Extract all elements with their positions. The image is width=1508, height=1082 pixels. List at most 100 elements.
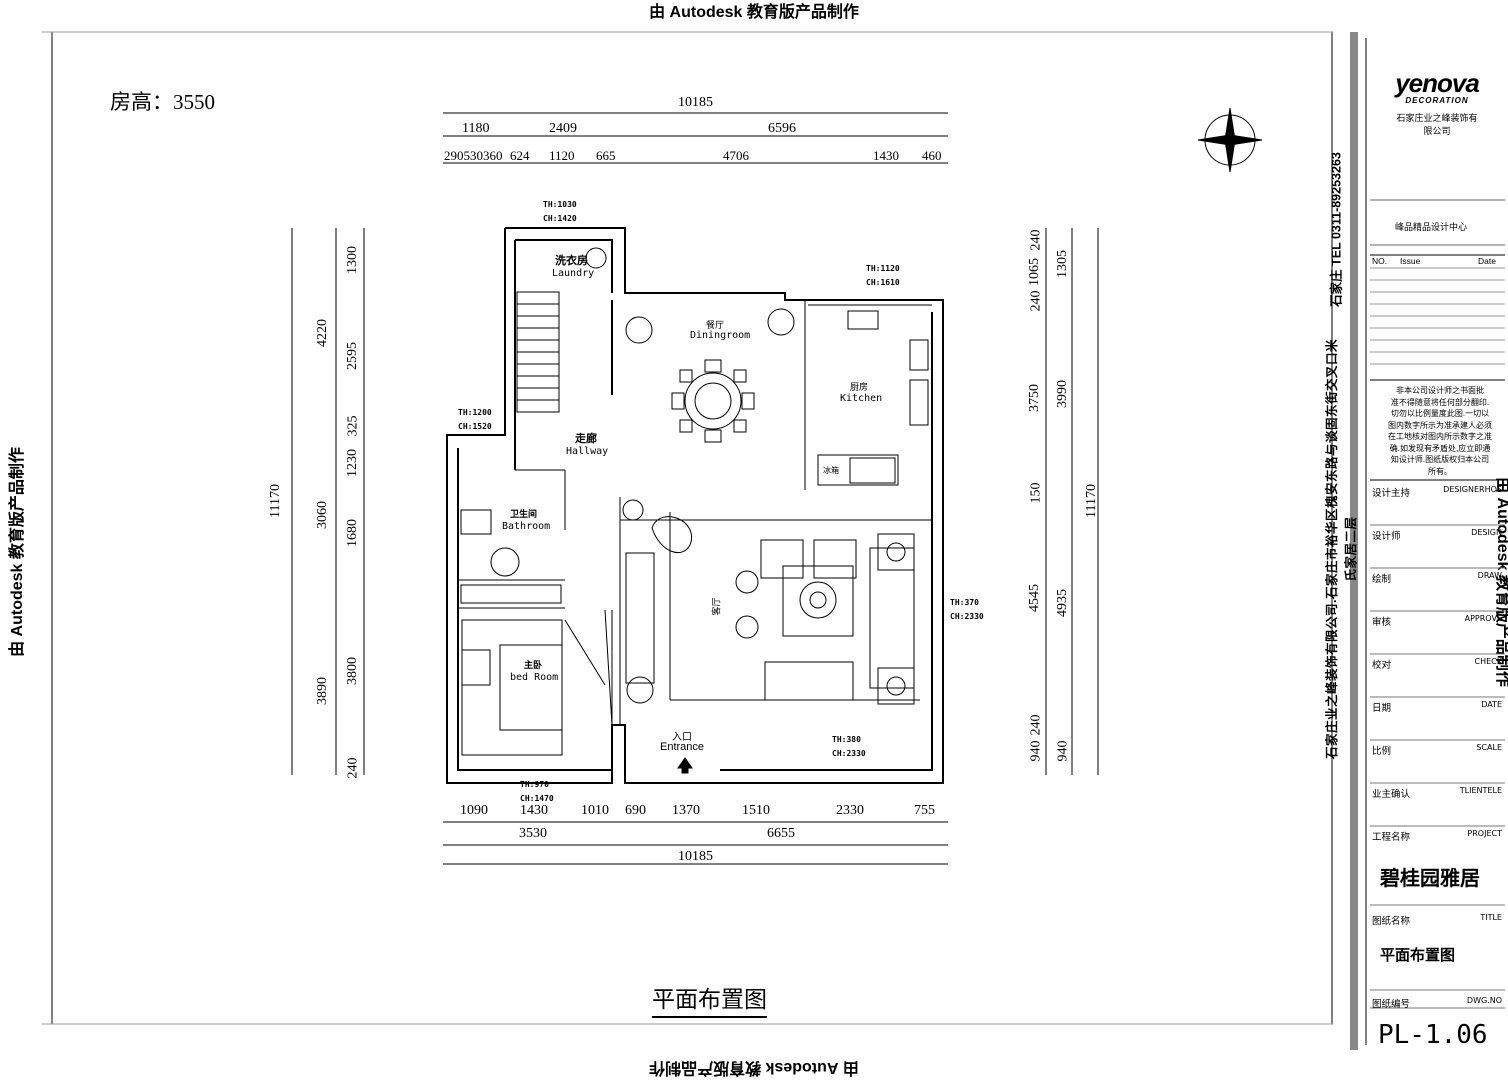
dim-right-fine-6: 240 — [1028, 714, 1044, 736]
window-4-ch: CH:2330 — [950, 612, 984, 621]
company-address-vertical: 石家庄业之峰装饰有限公司.石家庄市裕华区槐安东路与谈固东街交叉口米氏家居二层 — [1325, 339, 1358, 759]
room-height-label: 房高：3550 — [110, 90, 215, 114]
dim-left-fine-3: 1230 — [345, 449, 360, 477]
window-note-1: TH:1030 CH:1420 — [543, 198, 577, 226]
company-name-line1: 石家庄业之峰装饰有 — [1396, 113, 1478, 123]
sheet-border — [51, 31, 1333, 1025]
issue-no-label: NO. — [1372, 256, 1388, 266]
dim-bottom-fine-0: 1090 — [460, 803, 488, 818]
window-note-4: TH:370 CH:2330 — [950, 596, 984, 624]
window-note-2: TH:1120 CH:1610 — [866, 262, 900, 290]
dim-top-fine-5: 1430 — [873, 148, 899, 163]
room-bathroom-en: Bathroom — [502, 521, 551, 532]
dim-top-fine-2: 1120 — [549, 148, 575, 163]
room-hallway-cn: 走廊 — [575, 433, 597, 445]
tb-row-3-en: APPROVE — [1464, 614, 1502, 623]
dim-left-fine-4: 1680 — [345, 519, 360, 547]
window-5-th: TH:380 — [832, 735, 861, 744]
tb-row-6-en: SCALE — [1476, 743, 1502, 752]
room-dining-en: Diningroom — [690, 330, 751, 341]
notice-line-0: 非本公司设计师之书面批 — [1396, 386, 1484, 395]
dim-left-mid-0: 4220 — [315, 319, 330, 347]
notice-line-4: 在工地核对图内所示数字之准 — [1388, 432, 1492, 441]
title-value: 平面布置图 — [1380, 947, 1456, 964]
tb-row-5-cn: 日期 — [1372, 703, 1392, 714]
entrance-en: Entrance — [660, 741, 705, 753]
dim-top-fine-1: 624 — [510, 148, 530, 163]
dim-top-mid-2: 6596 — [768, 121, 796, 136]
tb-row-2-en: DRAW — [1477, 571, 1502, 580]
issue-date-label: Date — [1478, 256, 1496, 266]
window-6-th: TH:970 — [520, 780, 549, 789]
dim-left-fine-1: 2595 — [345, 342, 360, 370]
dim-right-mid-3: 940 — [1055, 740, 1071, 762]
tb-dwg-cn: 图纸编号 — [1372, 999, 1411, 1010]
window-2-ch: CH:1610 — [866, 278, 900, 287]
dim-top-mid-0: 1180 — [462, 121, 490, 136]
dim-left-mid-1: 3060 — [315, 501, 330, 529]
room-bedroom-en: bed Room — [510, 672, 559, 683]
dim-right-fine-7: 940 — [1028, 740, 1044, 762]
dim-right-mid-0: 1305 — [1055, 250, 1070, 278]
dim-right-fine-5: 4545 — [1027, 584, 1042, 612]
design-center: 峰品精品设计中心 — [1395, 222, 1468, 232]
tb-row-0-cn: 设计主持 — [1372, 488, 1411, 499]
notice-line-5: 确.如发现有矛盾处,应立即通 — [1389, 443, 1491, 453]
room-hallway-en: Hallway — [566, 446, 609, 457]
drawing-number: PL-1.06 — [1378, 1020, 1488, 1050]
tb-row-8-en: PROJECT — [1467, 829, 1502, 838]
room-living-cn: 客厅 — [711, 597, 722, 616]
room-kitchen-en: Kitchen — [840, 393, 883, 404]
issue-label: Issue — [1400, 256, 1421, 266]
dim-left-fine-2: 325 — [345, 415, 361, 437]
dim-right-fine-0: 240 — [1028, 229, 1044, 251]
tb-title-cn: 图纸名称 — [1372, 916, 1411, 927]
dim-right-fine-4: 150 — [1028, 482, 1044, 504]
window-3-th: TH:1200 — [458, 408, 492, 417]
dim-bottom-fine-7: 755 — [914, 803, 935, 818]
tb-row-3-cn: 审核 — [1372, 617, 1392, 628]
window-note-3: TH:1200 CH:1520 — [458, 406, 492, 434]
tb-row-4-cn: 校对 — [1372, 660, 1392, 671]
dim-left-mid-2: 3890 — [315, 677, 330, 705]
room-kitchen-cn: 厨房 — [850, 382, 869, 392]
notice-block: 非本公司设计师之书面批 准不得随意将任何部分翻印. 切勿以比例量度此图.一切以 … — [1376, 385, 1504, 477]
logo-subtitle: DECORATION — [1405, 96, 1469, 105]
tb-dwg-en: DWG.NO — [1466, 996, 1502, 1005]
company-name-line2: 限公司 — [1423, 126, 1451, 136]
room-dining-cn: 餐厅 — [706, 320, 725, 330]
window-1-th: TH:1030 — [543, 200, 577, 209]
dim-left-total: 11170 — [267, 484, 283, 518]
tb-row-8-cn: 工程名称 — [1372, 832, 1411, 843]
dim-bottom-fine-4: 1370 — [672, 803, 700, 818]
dim-bottom-fine-6: 2330 — [836, 803, 864, 818]
window-5-ch: CH:2330 — [832, 749, 866, 758]
dim-bottom-total: 10185 — [678, 849, 713, 864]
notice-line-2: 切勿以比例量度此图.一切以 — [1390, 409, 1490, 418]
dim-right-total: 11170 — [1083, 484, 1099, 518]
dim-top-fine-0: 290530360 — [444, 148, 503, 163]
tb-row-5-en: DATE — [1481, 700, 1502, 709]
watermark-top: 由 Autodesk 教育版产品制作 — [649, 4, 859, 21]
dim-left-fine-5: 3800 — [345, 657, 360, 685]
notice-line-7: 所有。 — [1428, 466, 1452, 476]
room-laundry-en: Laundry — [552, 268, 595, 279]
dim-bottom-fine-2: 1010 — [581, 803, 609, 818]
window-3-ch: CH:1520 — [458, 422, 492, 431]
dim-top-fine-3: 665 — [596, 148, 616, 163]
logo: yenova DECORATION — [1372, 70, 1502, 105]
entrance-cn: 入口 — [672, 732, 692, 743]
tb-row-1-cn: 设计师 — [1372, 531, 1401, 542]
dim-right-fine-2: 240 — [1028, 290, 1044, 312]
drawing-title: 平面布置图 — [652, 980, 767, 1018]
tb-row-7-cn: 业主确认 — [1372, 789, 1411, 800]
dim-bottom-mid-0: 3530 — [519, 826, 547, 841]
tb-row-4-en: CHECK — [1474, 657, 1503, 666]
fridge-label: 冰箱 — [823, 466, 839, 475]
company-name: 石家庄业之峰装饰有 限公司 — [1372, 112, 1502, 138]
dim-bottom-fine-5: 1510 — [742, 803, 770, 818]
tb-row-7-en: TLIENTELE — [1459, 786, 1502, 795]
tb-row-2-cn: 绘制 — [1372, 574, 1392, 585]
